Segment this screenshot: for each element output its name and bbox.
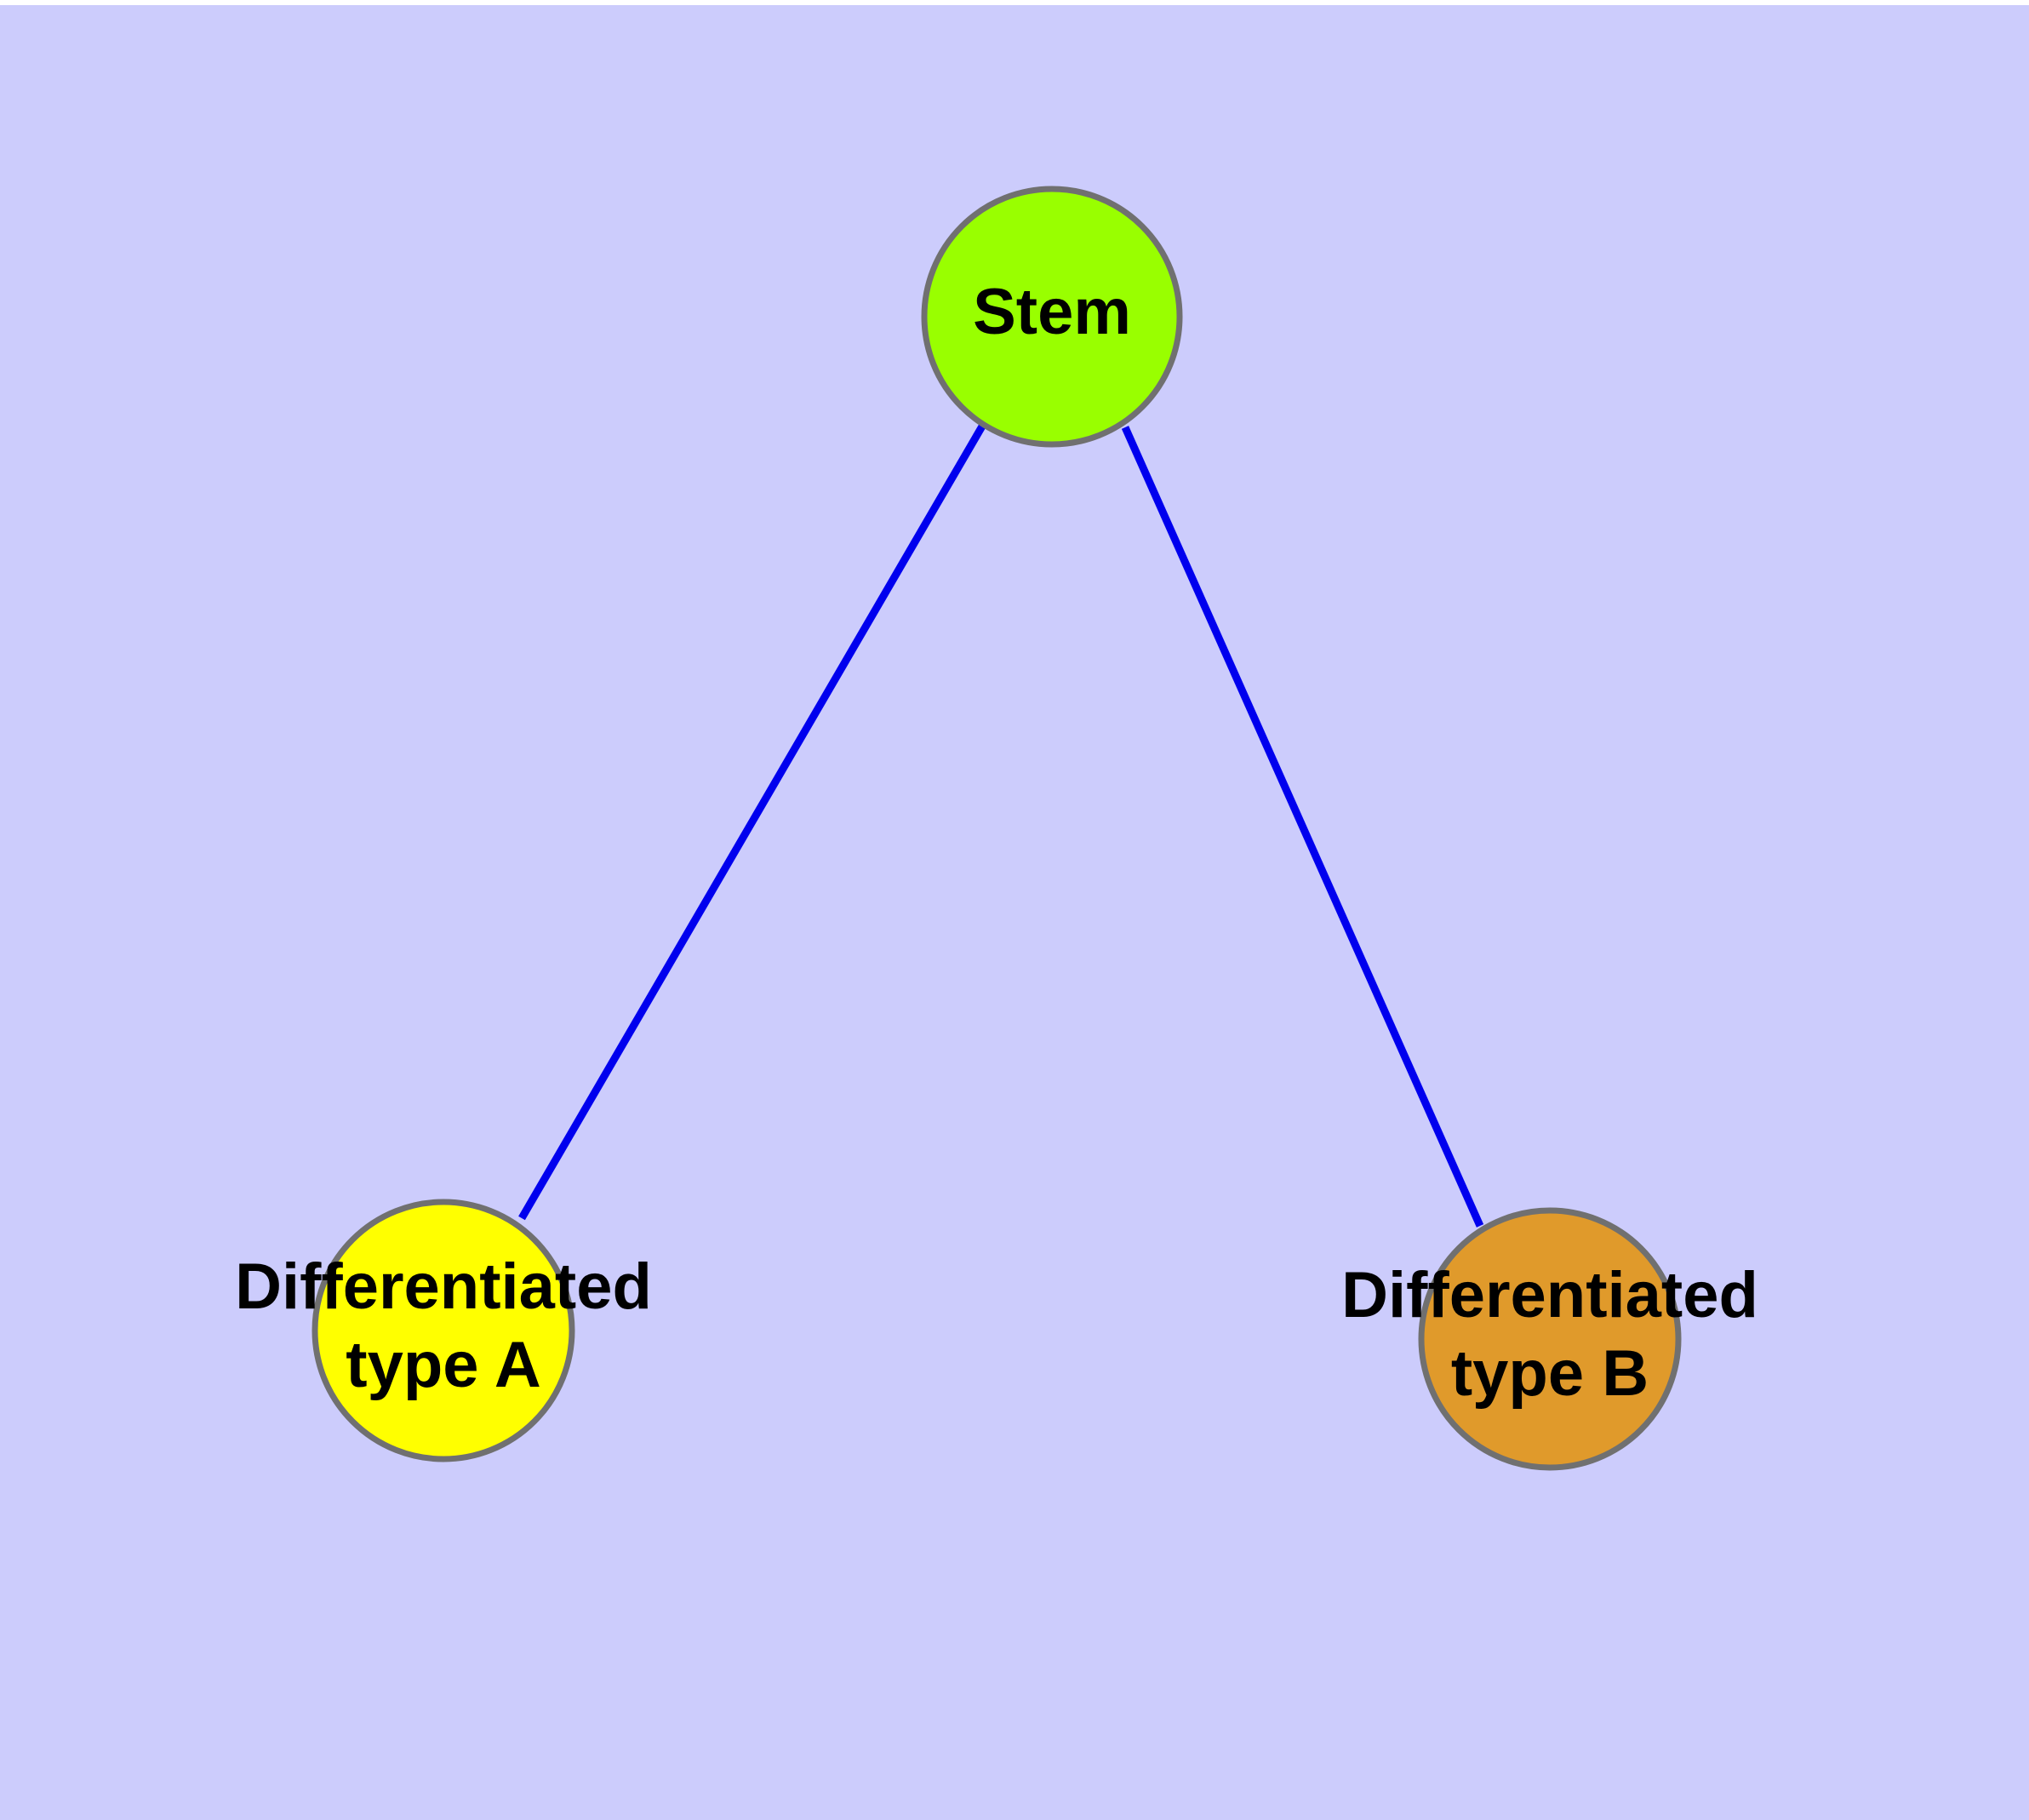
node-label-line: Differentiated <box>235 1251 652 1323</box>
node-differentiated-type-a[interactable] <box>311 1199 575 1462</box>
edge-stem-to-diff-a[interactable] <box>518 422 986 1221</box>
edges-group <box>518 422 1484 1228</box>
node-stem[interactable] <box>921 186 1183 448</box>
node-differentiated-type-b-circle[interactable] <box>1418 1207 1682 1471</box>
node-differentiated-type-a-circle[interactable] <box>311 1199 575 1462</box>
node-label-line: type B <box>1451 1337 1649 1410</box>
node-stem-label: Stem <box>973 276 1131 348</box>
edge-stem-to-diff-b[interactable] <box>1121 426 1484 1228</box>
node-stem-circle[interactable] <box>921 186 1183 448</box>
node-label-line: Stem <box>973 276 1131 348</box>
nodes-group <box>311 186 1682 1471</box>
node-label-line: type A <box>346 1329 540 1401</box>
node-differentiated-type-b[interactable] <box>1418 1207 1682 1471</box>
node-label-line: Differentiated <box>1341 1259 1758 1331</box>
